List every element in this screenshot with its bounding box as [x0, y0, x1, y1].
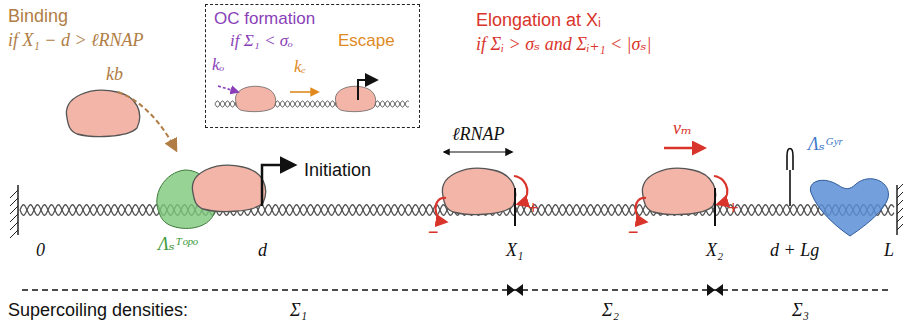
velocity-label: vₘ: [673, 118, 692, 138]
dimension-label: ℓRNAP: [452, 124, 505, 144]
rnap: [66, 86, 715, 214]
domain-line: [22, 284, 888, 296]
binding-arrow: [118, 92, 176, 150]
process-label: Binding: [8, 6, 68, 26]
sign-label: −: [428, 222, 439, 242]
position-label: 0: [36, 240, 45, 260]
sign-label: +: [528, 198, 539, 218]
gyrase: [810, 179, 888, 236]
position-label: d: [258, 240, 267, 260]
condition-label: if Σ₁ < σₒ: [230, 31, 293, 51]
enzyme-label: Λₛᵀᵒᵖᵒ: [158, 234, 197, 254]
twist-arrow: [436, 176, 728, 222]
process-label: Escape: [338, 31, 395, 51]
sign-label: −: [628, 222, 639, 242]
dashed-inset-box: OC formationif Σ₁ < σₒ kₒ Escape kₑ: [205, 4, 420, 128]
rate-label: kb: [106, 64, 123, 84]
domain-label: Σ₃: [792, 300, 809, 320]
rate-label: kₒ: [212, 55, 224, 75]
domain-label: Σ₁: [290, 300, 307, 320]
rate-arrow: [218, 86, 238, 92]
velocity-arrow: [664, 147, 704, 150]
process-label: Initiation: [304, 160, 371, 180]
promoter-arrow: [262, 165, 294, 206]
terminator: [787, 149, 793, 207]
position-label: L: [884, 240, 894, 260]
enzyme-label: Λₛᴳʸʳ: [808, 134, 842, 154]
rate-label: kₑ: [294, 57, 306, 77]
promoter-arrow: [358, 80, 376, 100]
process-label: OC formation: [214, 9, 315, 29]
axis-label: Supercoiling densities:: [8, 300, 188, 320]
rate-arrow: [290, 91, 318, 93]
position-label: X₁: [506, 240, 523, 260]
position-label: d + Lg: [770, 240, 819, 260]
position-label: X₂: [706, 240, 723, 260]
condition-label: if X₁ − d > ℓRNAP: [8, 30, 144, 50]
domain-label: Σ₂: [602, 300, 619, 320]
condition-label: if Σᵢ > σₛ and Σᵢ₊₁ < |σₛ|: [476, 34, 651, 54]
length-arrow: [444, 151, 512, 152]
sign-label: +: [728, 198, 739, 218]
position-tick: [515, 188, 715, 226]
process-label: Elongation at Xᵢ: [476, 10, 601, 30]
